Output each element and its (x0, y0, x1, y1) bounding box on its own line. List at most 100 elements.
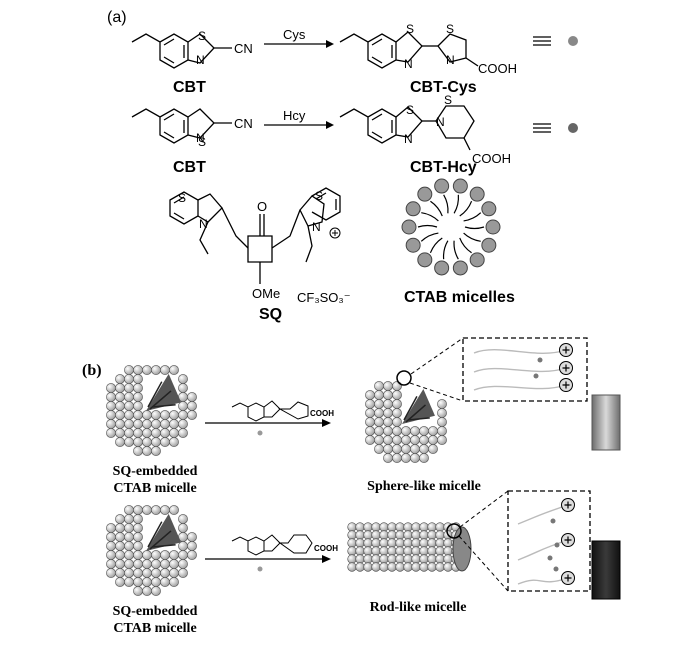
surfactant-ball (395, 530, 405, 540)
surfactant-ball (371, 562, 381, 572)
surfactant-ball (133, 550, 143, 560)
surfactant-ball (383, 453, 393, 463)
surfactant-ball (419, 554, 429, 564)
equivalence-symbol-2 (533, 123, 551, 133)
surfactant-ball (374, 444, 384, 454)
surfactant-ball (419, 530, 429, 540)
surfactant-ball (363, 530, 373, 540)
sq-core-wedge (402, 389, 435, 424)
surfactant-ball (187, 392, 197, 402)
surfactant-ball (427, 546, 437, 556)
surfactant-ball (106, 392, 116, 402)
surfactant-head (469, 252, 485, 268)
surfactant-ball (383, 390, 393, 400)
zoom-circle-1 (396, 370, 412, 386)
surfactant-ball (115, 523, 125, 533)
surfactant-ball (115, 383, 125, 393)
surfactant-ball (395, 546, 405, 556)
sulfur-atom: S (198, 29, 206, 43)
surfactant-ball (169, 437, 179, 447)
surfactant-tail (517, 539, 569, 561)
zoom-line-1a (410, 337, 464, 375)
surfactant-ball (347, 546, 357, 556)
cbt-cys-structure (339, 31, 479, 69)
surfactant-ball (160, 559, 170, 569)
surfactant-ball (383, 435, 393, 445)
reagent-hcy: Hcy (283, 108, 306, 123)
surfactant-ball (115, 514, 125, 524)
surfactant-tail (453, 194, 460, 214)
surfactant-ball (365, 399, 375, 409)
surfactant-ball (363, 522, 373, 532)
sphere-like-micelle (365, 381, 447, 463)
surfactant-ball (169, 568, 179, 578)
surfactant-ball (124, 514, 134, 524)
surfactant-ball (160, 550, 170, 560)
rod-end-cap (452, 526, 472, 572)
surfactant-tail (517, 577, 569, 585)
surfactant-ball (383, 417, 393, 427)
surfactant-ball (443, 562, 453, 572)
surfactant-ball (365, 417, 375, 427)
surfactant-tail (517, 504, 569, 525)
surfactant-ball (160, 419, 170, 429)
cn-label-2: CN (234, 116, 253, 131)
zoom-box-2 (507, 490, 591, 592)
surfactant-ball (133, 577, 143, 587)
surfactant-ball (428, 426, 438, 436)
zoom-line-2a (459, 490, 509, 528)
ctab-micelles-label: CTAB micelles (404, 289, 515, 306)
surfactant-ball (169, 577, 179, 587)
surfactant-ball (133, 437, 143, 447)
surfactant-ball (403, 522, 413, 532)
left-caption-1: SQ-embedded CTAB micelle (112, 464, 198, 496)
sphere-like-caption: Sphere-like micelle (367, 479, 481, 494)
grey-dot (547, 555, 553, 561)
surfactant-head (434, 178, 450, 194)
surfactant-ball (151, 446, 161, 456)
surfactant-ball (403, 538, 413, 548)
surfactant-ball (374, 408, 384, 418)
surfactant-ball (106, 523, 116, 533)
surfactant-ball (115, 401, 125, 411)
surfactant-ball (133, 401, 143, 411)
sq-structure (169, 187, 341, 284)
surfactant-ball (437, 408, 447, 418)
surfactant-head (434, 260, 450, 276)
surfactant-ball (410, 444, 420, 454)
surfactant-ball (355, 530, 365, 540)
cn-label-1: CN (234, 41, 253, 56)
surfactant-ball (419, 522, 429, 532)
sulfur-atom: S (446, 22, 454, 36)
surfactant-ball (133, 392, 143, 402)
surfactant-ball (115, 374, 125, 384)
sulfur-atom: S (444, 93, 452, 107)
positive-head-icon (562, 381, 570, 389)
surfactant-head (417, 252, 433, 268)
surfactant-tail (417, 224, 438, 228)
surfactant-ball (392, 426, 402, 436)
positive-head-icon (562, 364, 570, 372)
surfactant-ball (392, 390, 402, 400)
sulfur-atom: S (178, 191, 186, 205)
surfactant-ball (169, 559, 179, 569)
surfactant-head (481, 201, 497, 217)
surfactant-tail (459, 237, 472, 254)
surfactant-ball (379, 562, 389, 572)
surfactant-ball (419, 444, 429, 454)
surfactant-ball (178, 419, 188, 429)
surfactant-ball (151, 505, 161, 515)
surfactant-ball (115, 577, 125, 587)
nitrogen-atom: N (446, 53, 455, 67)
surfactant-ball (115, 428, 125, 438)
surfactant-ball (124, 559, 134, 569)
surfactant-tail (463, 232, 481, 242)
surfactant-ball (124, 550, 134, 560)
surfactant-tail (453, 240, 459, 260)
surfactant-ball (355, 538, 365, 548)
surfactant-ball (178, 550, 188, 560)
surfactant-ball (365, 390, 375, 400)
surfactant-ball (383, 408, 393, 418)
surfactant-ball (106, 541, 116, 551)
surfactant-ball (115, 419, 125, 429)
